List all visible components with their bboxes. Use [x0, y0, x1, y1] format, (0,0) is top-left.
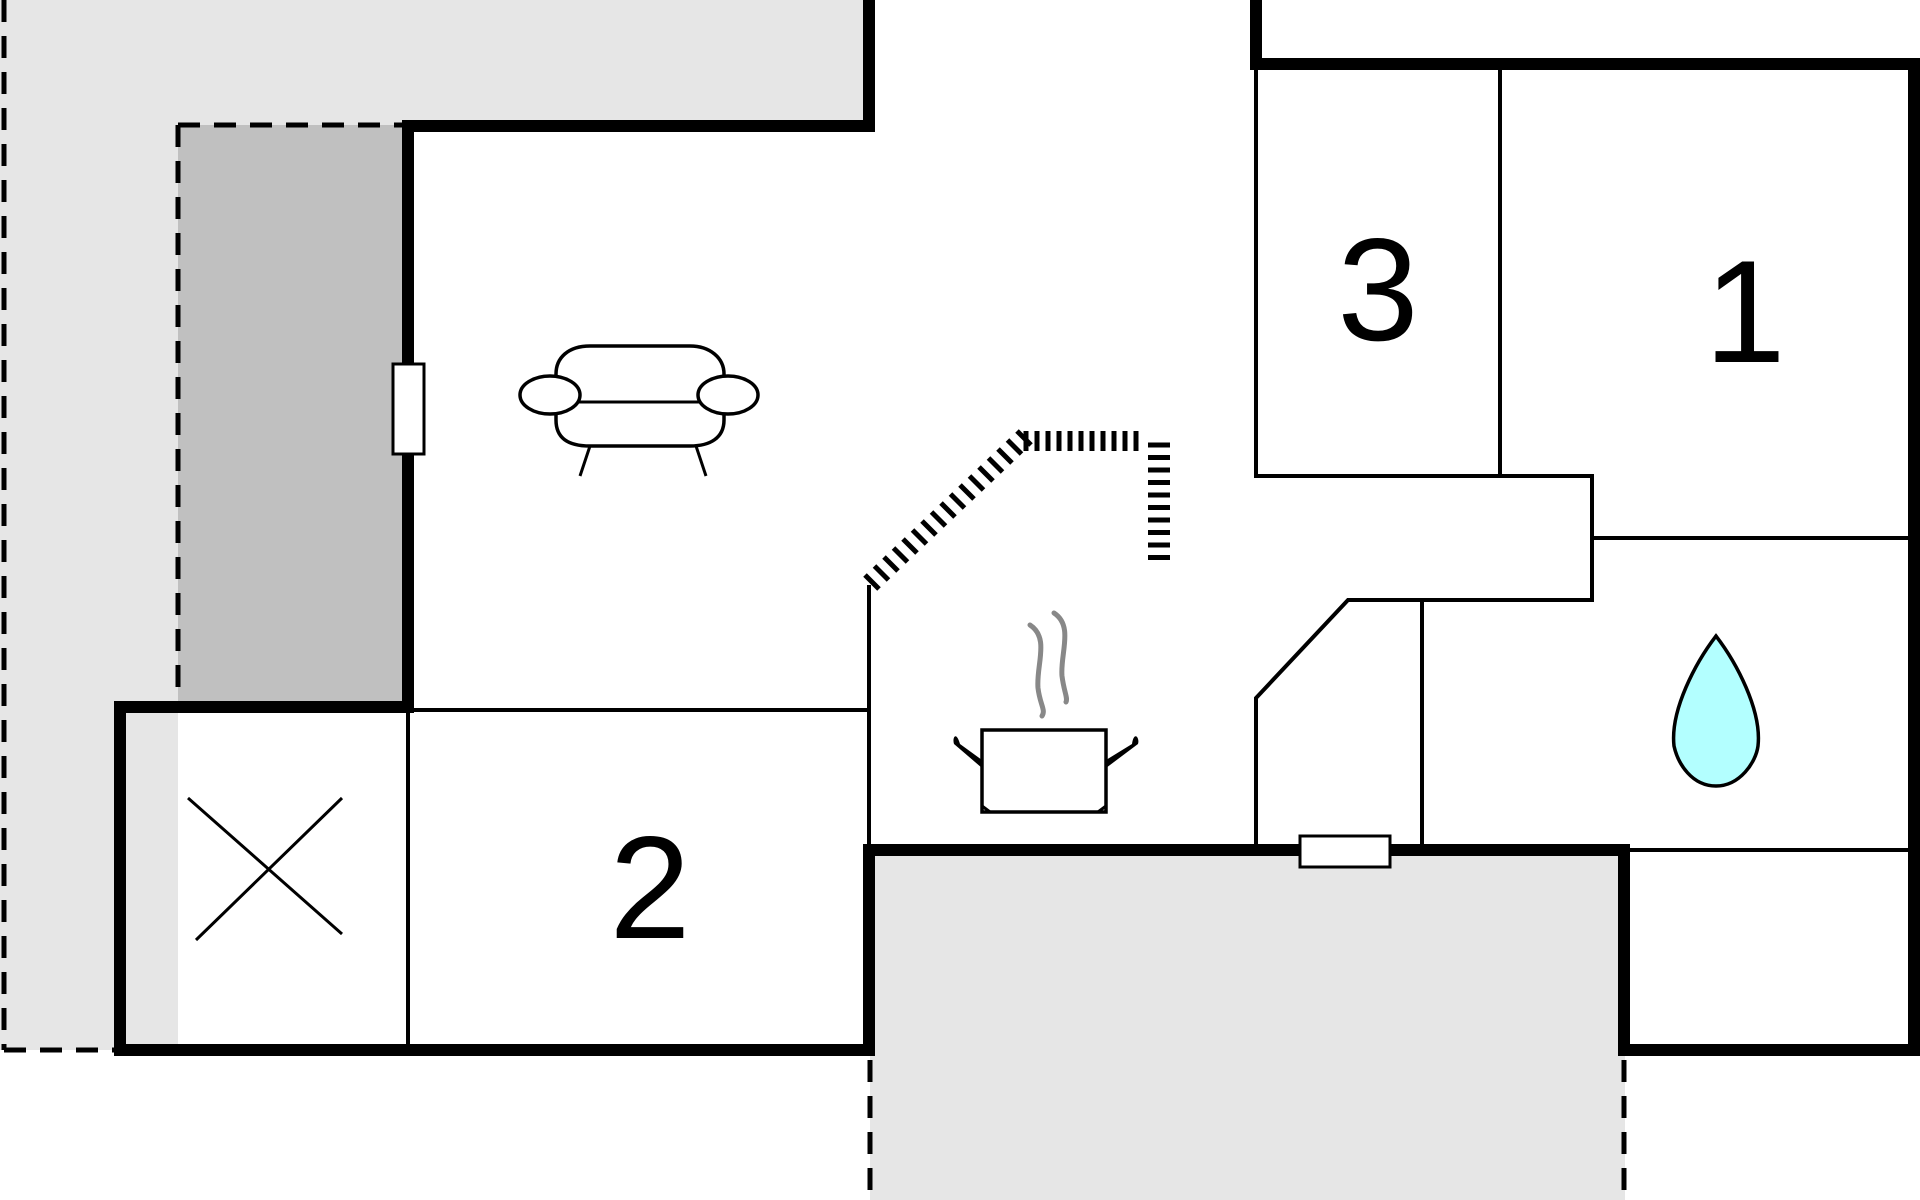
stair-tread-0	[863, 573, 881, 591]
stair-tread-6	[920, 519, 938, 537]
window-hall-bottom	[1298, 834, 1392, 869]
stair-tread-2	[882, 555, 900, 573]
stairs	[863, 429, 1170, 591]
sofa-icon	[518, 344, 760, 477]
cooking-pot-icon	[953, 610, 1139, 814]
terrace-left	[0, 0, 870, 125]
stair-tread-7	[929, 510, 948, 528]
stair-tread-5	[910, 528, 929, 546]
interior-walls	[406, 64, 1914, 1050]
stair-tread-3	[891, 546, 910, 564]
stair-tread-15	[1005, 438, 1024, 456]
room-number-2: 2	[609, 806, 690, 969]
room-number-1: 1	[1704, 230, 1785, 393]
stair-tread-1	[872, 564, 891, 582]
wall-room3	[1254, 64, 1594, 850]
cross-icon	[187, 796, 344, 942]
window-living-left	[391, 362, 426, 456]
stair-tread-9	[948, 492, 967, 510]
dashed-boundaries	[1, 0, 1627, 1200]
terrace-left-bottom	[0, 700, 120, 1050]
room-number-3: 3	[1337, 208, 1418, 371]
water-drop-icon	[1671, 633, 1761, 788]
covered-terrace	[178, 125, 408, 707]
windows	[391, 362, 1392, 869]
terrace-areas	[0, 0, 1625, 1200]
stair-tread-11	[967, 474, 986, 492]
stair-tread-13	[986, 456, 1005, 474]
stair-tread-12	[977, 465, 995, 483]
terrace-bottom	[870, 850, 1625, 1200]
stair-tread-4	[901, 537, 919, 555]
stair-tread-14	[996, 447, 1014, 465]
stair-tread-10	[958, 483, 976, 501]
stair-tread-8	[939, 501, 957, 519]
